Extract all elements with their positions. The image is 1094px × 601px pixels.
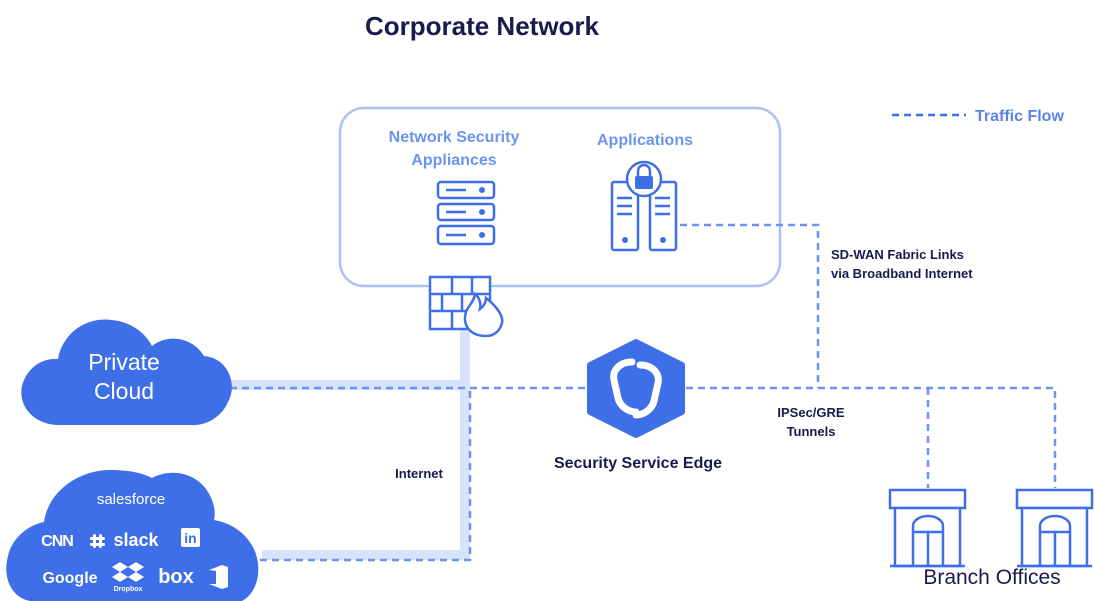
internet-label: Internet (395, 466, 443, 481)
box-logo: box (158, 566, 194, 588)
firewall-icon (428, 275, 504, 338)
branch-office-1 (888, 488, 967, 568)
applications-label: Applications (597, 132, 693, 149)
google-logo: Google (42, 570, 97, 587)
ipsec-label-line2: Tunnels (787, 424, 836, 439)
private-cloud: Private Cloud (21, 319, 232, 425)
branch-office-2 (1015, 488, 1094, 568)
dropbox-icon (112, 562, 144, 582)
slack-hash-icon (90, 534, 105, 548)
linkedin-text: in (184, 530, 196, 546)
sdwan-link (680, 223, 820, 388)
saas-cloud-shape (6, 470, 259, 601)
branch-offices-label: Branch Offices (923, 566, 1060, 589)
server-stack-icon (436, 180, 496, 246)
linkedin-logo: in (181, 528, 200, 547)
page-title: Corporate Network (365, 11, 600, 41)
locked-servers-icon (610, 180, 678, 252)
salesforce-logo: salesforce (97, 491, 165, 508)
sse-hexagon-icon (587, 339, 685, 438)
legend: Traffic Flow (892, 108, 1064, 125)
security-appliances-label-line1: Network Security (389, 129, 520, 146)
legend-label: Traffic Flow (975, 108, 1064, 125)
saas-internet-link (262, 330, 470, 560)
internet-links (228, 330, 470, 560)
sdwan-label-line1: SD-WAN Fabric Links (831, 247, 964, 262)
sse-label: Security Service Edge (554, 455, 722, 472)
traffic-flows (230, 223, 1057, 562)
lock-icon (625, 160, 663, 198)
dropbox-label: Dropbox (114, 586, 143, 593)
security-appliances-label-line2: Appliances (411, 152, 496, 169)
slack-logo: slack (113, 530, 159, 550)
private-cloud-shape (21, 319, 232, 425)
main-traffic-flow (230, 386, 1057, 488)
private-cloud-label-line1: Private (88, 349, 160, 375)
saas-cloud: salesforce CNN slack in Google Dropbox b… (6, 470, 259, 601)
corporate-network-box (338, 106, 782, 288)
flame-icon (463, 291, 504, 338)
sdwan-label-line2: via Broadband Internet (831, 266, 973, 281)
sse-logo-left (610, 358, 640, 416)
sse-logo-right (632, 361, 662, 419)
private-cloud-label-line2: Cloud (94, 378, 154, 404)
ipsec-label-line1: IPSec/GRE (777, 405, 845, 420)
cnn-logo: CNN (41, 533, 73, 550)
saas-traffic-flow (260, 388, 472, 562)
office-icon (209, 565, 228, 589)
